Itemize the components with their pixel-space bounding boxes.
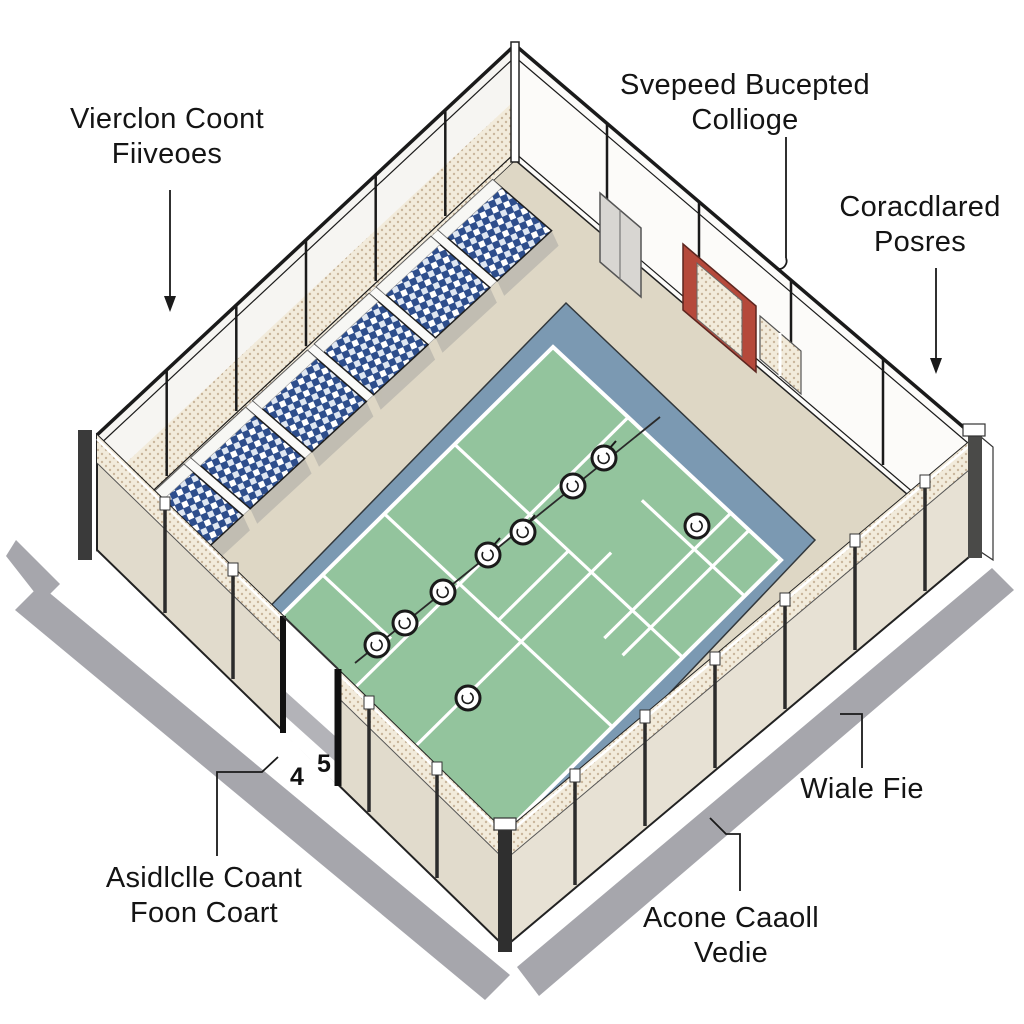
ball xyxy=(474,537,502,569)
callout-leaders xyxy=(164,137,942,891)
right-corner-return xyxy=(980,435,994,562)
callout-line: Coracdlared xyxy=(839,191,1001,223)
callout-line: Vedie xyxy=(693,937,769,969)
front-right-mesh-bottom-rail xyxy=(504,464,976,861)
red-doorway-mesh xyxy=(696,261,743,359)
callout-line: Svepeed Bucepted xyxy=(620,69,870,101)
leader-bottom-right xyxy=(709,817,741,891)
stand-aisles xyxy=(183,229,498,516)
gate-inner-shadow xyxy=(286,692,336,762)
leader-bottom-left xyxy=(216,756,279,856)
arrowhead-right xyxy=(930,358,942,374)
callout-line: Wiale Fie xyxy=(800,773,924,805)
front-right-posts xyxy=(573,479,927,885)
front-right-top-rail xyxy=(504,440,976,837)
shadow-front-left xyxy=(15,585,510,1000)
corner-posts xyxy=(78,41,994,952)
front-left-post-caps xyxy=(159,496,443,776)
callout-line: Collioge xyxy=(691,104,799,136)
callout-line: Fiiveoes xyxy=(111,138,223,170)
ball xyxy=(363,631,391,659)
gate-header xyxy=(282,615,339,670)
left-corner-post xyxy=(78,430,92,560)
front-right-wall xyxy=(504,434,976,950)
front-left-wall xyxy=(96,432,506,950)
balls xyxy=(363,440,711,712)
callout-bottom-right: Acone Caaoll Vedie xyxy=(643,901,819,971)
leader-mid-right xyxy=(840,713,863,768)
ball xyxy=(590,440,618,472)
arrowhead-top-left xyxy=(164,296,176,312)
callout-top-right: Svepeed Bucepted Collioge xyxy=(620,68,870,138)
callout-line: Foon Coart xyxy=(129,897,279,929)
back-left-fence-frame xyxy=(95,43,517,544)
ball xyxy=(454,684,482,712)
court-lines xyxy=(321,416,751,754)
callout-line: Asidlclle Coant xyxy=(105,862,303,894)
front-right-post-caps xyxy=(569,474,931,783)
gate-number-5: 5 xyxy=(317,750,331,778)
right-corner-post xyxy=(968,430,982,558)
ball xyxy=(429,578,457,606)
shadow-front-right xyxy=(517,568,1014,996)
callout-line: Vierclon Coont xyxy=(70,103,264,135)
callout-mid-right: Wiale Fie xyxy=(800,772,924,807)
ball xyxy=(559,472,587,500)
callout-top-left: Vierclon Coont Fiiveoes xyxy=(70,102,264,172)
ball xyxy=(509,514,537,546)
ball xyxy=(391,609,419,637)
callout-right: Coracdlared Posres xyxy=(839,190,1000,260)
bleacher-stands xyxy=(128,178,559,581)
back-right-wall xyxy=(513,43,977,554)
ball xyxy=(683,512,711,540)
stand-top-ledges xyxy=(129,179,503,524)
shadow-left-corner xyxy=(6,540,60,602)
front-corner-cap xyxy=(493,817,517,831)
leader-top-right-hook xyxy=(777,257,788,270)
right-corner-cap xyxy=(962,423,986,437)
gate-opening xyxy=(280,615,342,786)
gate-number-4: 4 xyxy=(290,763,304,791)
callout-bottom-left: Asidlclle Coant Foon Coart xyxy=(106,861,302,931)
ground-shadows xyxy=(6,540,1014,1000)
callout-line: Posres xyxy=(873,226,967,258)
front-left-posts xyxy=(163,501,439,878)
callout-line: Acone Caaoll xyxy=(642,902,820,934)
top-corner-post xyxy=(510,41,520,163)
front-corner-post xyxy=(498,826,512,952)
